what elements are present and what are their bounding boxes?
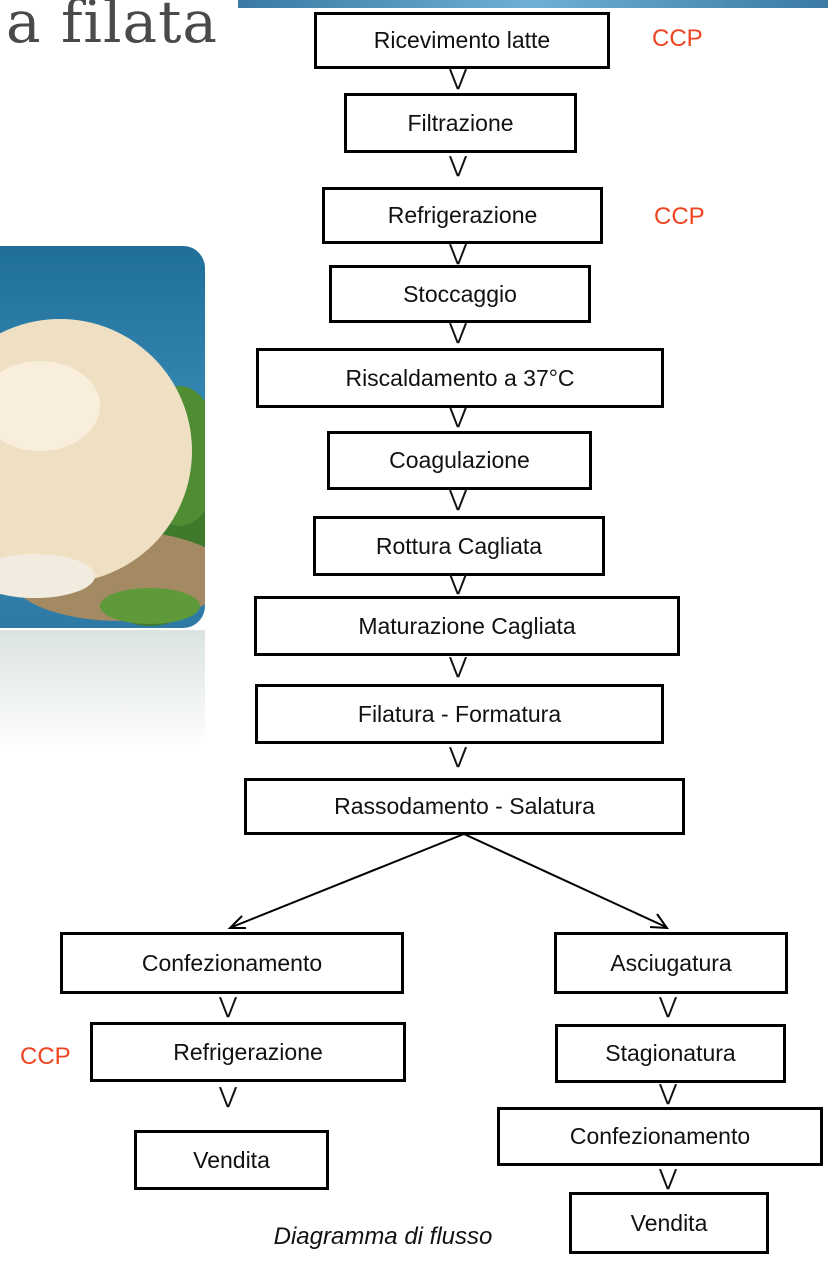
ccp-label-ricevimento: CCP — [652, 25, 703, 53]
step-refrigerazione: Refrigerazione — [322, 187, 603, 244]
right-step-stagionatura: Stagionatura — [555, 1024, 786, 1083]
arrow-down-left-1: ⋁ — [219, 996, 237, 1018]
arrow-down-right-2: ⋁ — [659, 1083, 677, 1105]
left-step-confezionamento: Confezionamento — [60, 932, 404, 994]
step-stoccaggio: Stoccaggio — [329, 265, 591, 323]
left-step-vendita: Vendita — [134, 1130, 329, 1190]
step-filtrazione: Filtrazione — [344, 93, 577, 153]
step-riscaldamento: Riscaldamento a 37°C — [256, 348, 664, 408]
step-coagulazione: Coagulazione — [327, 431, 592, 490]
right-step-vendita: Vendita — [569, 1192, 769, 1254]
arrow-down-2: ⋁ — [449, 155, 467, 177]
arrow-down-left-2: ⋁ — [219, 1086, 237, 1108]
arrow-down-right-1: ⋁ — [659, 996, 677, 1018]
left-step-refrigerazione: Refrigerazione — [90, 1022, 406, 1082]
step-ricevimento-latte: Ricevimento latte — [314, 12, 610, 69]
step-filatura-formatura: Filatura - Formatura — [255, 684, 664, 744]
step-rottura-cagliata: Rottura Cagliata — [313, 516, 605, 576]
arrow-down-8: ⋁ — [449, 656, 467, 678]
arrow-down-right-3: ⋁ — [659, 1168, 677, 1190]
ccp-label-left-refrigerazione: CCP — [20, 1043, 71, 1071]
arrow-down-6: ⋁ — [449, 489, 467, 511]
arrow-down-7: ⋁ — [449, 573, 467, 595]
arrow-down-4: ⋁ — [449, 322, 467, 344]
arrow-down-5: ⋁ — [449, 406, 467, 428]
arrow-down-9: ⋁ — [449, 746, 467, 768]
right-step-confezionamento: Confezionamento — [497, 1107, 823, 1166]
step-maturazione-cagliata: Maturazione Cagliata — [254, 596, 680, 656]
ccp-label-refrigerazione: CCP — [654, 203, 705, 231]
arrow-down-3: ⋁ — [449, 243, 467, 265]
step-rassodamento-salatura: Rassodamento - Salatura — [244, 778, 685, 835]
arrow-down-1: ⋁ — [449, 68, 467, 90]
right-step-asciugatura: Asciugatura — [554, 932, 788, 994]
diagram-caption: Diagramma di flusso — [218, 1218, 548, 1256]
